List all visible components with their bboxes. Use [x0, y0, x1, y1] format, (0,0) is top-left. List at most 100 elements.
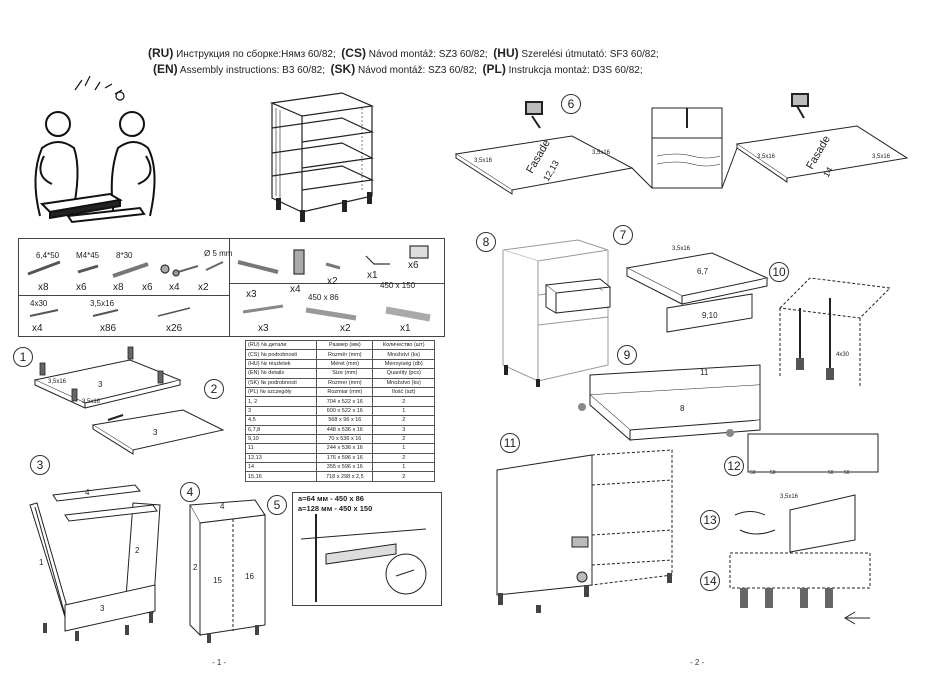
- table-cell: 11: [244, 443, 318, 454]
- table-cell: 15,16: [244, 471, 318, 482]
- hw-size-label: 8*30: [116, 251, 133, 260]
- step-marker-12: 12: [724, 456, 744, 476]
- table-cell: 176 x 596 x 16: [316, 452, 374, 464]
- lang-code-pl: (PL): [482, 62, 506, 76]
- qty-screw-9: x26: [166, 323, 183, 334]
- table-cell: 600 x 522 x 16: [316, 405, 374, 417]
- qty-screw-7: x4: [32, 323, 43, 334]
- table-cell: Ilość (szt): [372, 386, 435, 398]
- qty-screw-6: x2: [198, 282, 209, 293]
- page-number-left: - 1 -: [212, 658, 227, 667]
- dimension-label: 50: [750, 470, 756, 476]
- title-en: Assembly instructions: B3 60/82;: [179, 65, 325, 76]
- panel-label: 3: [100, 604, 105, 613]
- panel-label: 3: [153, 428, 158, 437]
- qty-fitting-4: x1: [367, 270, 378, 281]
- table-cell: (RU) № детали: [244, 339, 318, 351]
- step-marker-9: 9: [617, 345, 637, 365]
- step5-note-1: a=64 мм - 450 x 86: [298, 494, 364, 503]
- hw-size-label: 450 x 86: [308, 293, 339, 302]
- qty-screw-2: x6: [76, 282, 87, 293]
- header-line-1: (RU) Инструкция по сборке:Нямз 60/82; (C…: [148, 46, 659, 60]
- step4-illustration: 2 15 16 4: [189, 499, 266, 643]
- step6-illustration: 3,5x16 3,5x16 3,5x16 3,5x16 Fasade 12,13…: [454, 93, 909, 195]
- hardware-box: [18, 238, 445, 337]
- table-cell: Size (mm): [316, 368, 374, 379]
- step10-illustration: 4x30: [778, 277, 892, 388]
- step-marker-5: 5: [267, 495, 287, 515]
- lang-code-hu: (HU): [493, 46, 519, 60]
- hw-size-label: Ø 5 mm: [204, 249, 233, 258]
- table-cell: 1: [372, 405, 435, 417]
- qty-screw-4: x6: [142, 282, 153, 293]
- hardware-screws-drawing: 6,4*50 M4*45 8*30 Ø 5 mm 4x30 3,5x16 450…: [27, 245, 431, 322]
- step-marker-7: 7: [613, 225, 633, 245]
- qty-screw-5: x4: [169, 282, 180, 293]
- step13-illustration: 3,5x16: [734, 494, 856, 553]
- qty-fitting-3: x2: [327, 276, 338, 287]
- table-cell: Количество (шт): [372, 339, 435, 351]
- table-cell: 718 x 298 x 2,5: [316, 471, 374, 482]
- qty-fitting-1: x3: [246, 289, 257, 300]
- screw-label: 3,5x16: [672, 246, 691, 252]
- panel-label: 6,7: [697, 267, 709, 276]
- step-marker-8: 8: [476, 232, 496, 252]
- step14-illustration: [729, 552, 871, 625]
- divider: [229, 283, 444, 284]
- step-marker-4: 4: [180, 482, 200, 502]
- qty-screw-1: x8: [38, 282, 49, 293]
- table-cell: 1: [372, 443, 435, 454]
- hw-size-label: M4*45: [76, 251, 100, 260]
- table-cell: Размер (мм): [316, 339, 374, 351]
- step9-illustration: 11 8: [578, 364, 761, 442]
- lang-code-cs: (CS): [341, 46, 366, 60]
- qty-fitting-6: x3: [258, 323, 269, 334]
- panel-label: 11: [700, 368, 709, 377]
- table-cell: Množství (ks): [372, 349, 435, 360]
- table-cell: Rozmiar (mm): [316, 386, 374, 398]
- table-cell: 1: [372, 462, 435, 473]
- table-cell: 244 x 536 x 16: [316, 443, 374, 454]
- divider: [229, 239, 230, 336]
- cabinet-drawers-illustration: [269, 92, 375, 222]
- title-pl: Instrukcja montaż: D3S 60/82;: [508, 65, 643, 76]
- table-cell: 1, 2: [244, 396, 318, 407]
- step3-illustration: 1 2 3 4: [29, 484, 161, 641]
- step12-illustration: 50 50 50 50: [747, 433, 879, 476]
- panel-label: 2: [135, 546, 140, 555]
- panel-label: 1: [39, 558, 44, 567]
- step5-illustration: [300, 514, 427, 602]
- panel-label: 4: [85, 488, 90, 497]
- screw-label: 3,5x16: [48, 379, 67, 385]
- title-sk: Návod montáž: SZ3 60/82;: [358, 65, 477, 76]
- table-cell: Rozměr (mm): [316, 349, 374, 360]
- lang-code-sk: (SK): [330, 62, 356, 76]
- dimension-label: 50: [770, 470, 776, 476]
- table-cell: 2: [372, 433, 435, 445]
- table-cell: 9,10: [244, 433, 318, 445]
- table-cell: 14: [244, 462, 318, 473]
- step8-illustration: [502, 239, 612, 387]
- step-marker-6: 6: [561, 94, 581, 114]
- table-cell: 4,5: [244, 415, 318, 426]
- title-cs: Návod montáž: SZ3 60/82;: [368, 49, 488, 60]
- step2-illustration: 3: [91, 409, 225, 455]
- step-marker-10: 10: [769, 262, 789, 282]
- screw-label: 3,5x16: [757, 154, 776, 160]
- lang-code-en: (EN): [153, 62, 178, 76]
- qty-fitting-2: x4: [290, 284, 301, 295]
- hw-size-label: 6,4*50: [36, 251, 60, 260]
- hw-size-label: 4x30: [30, 299, 48, 308]
- table-cell: Mennyiség (db): [372, 358, 435, 370]
- fasade-number: 14: [821, 165, 835, 179]
